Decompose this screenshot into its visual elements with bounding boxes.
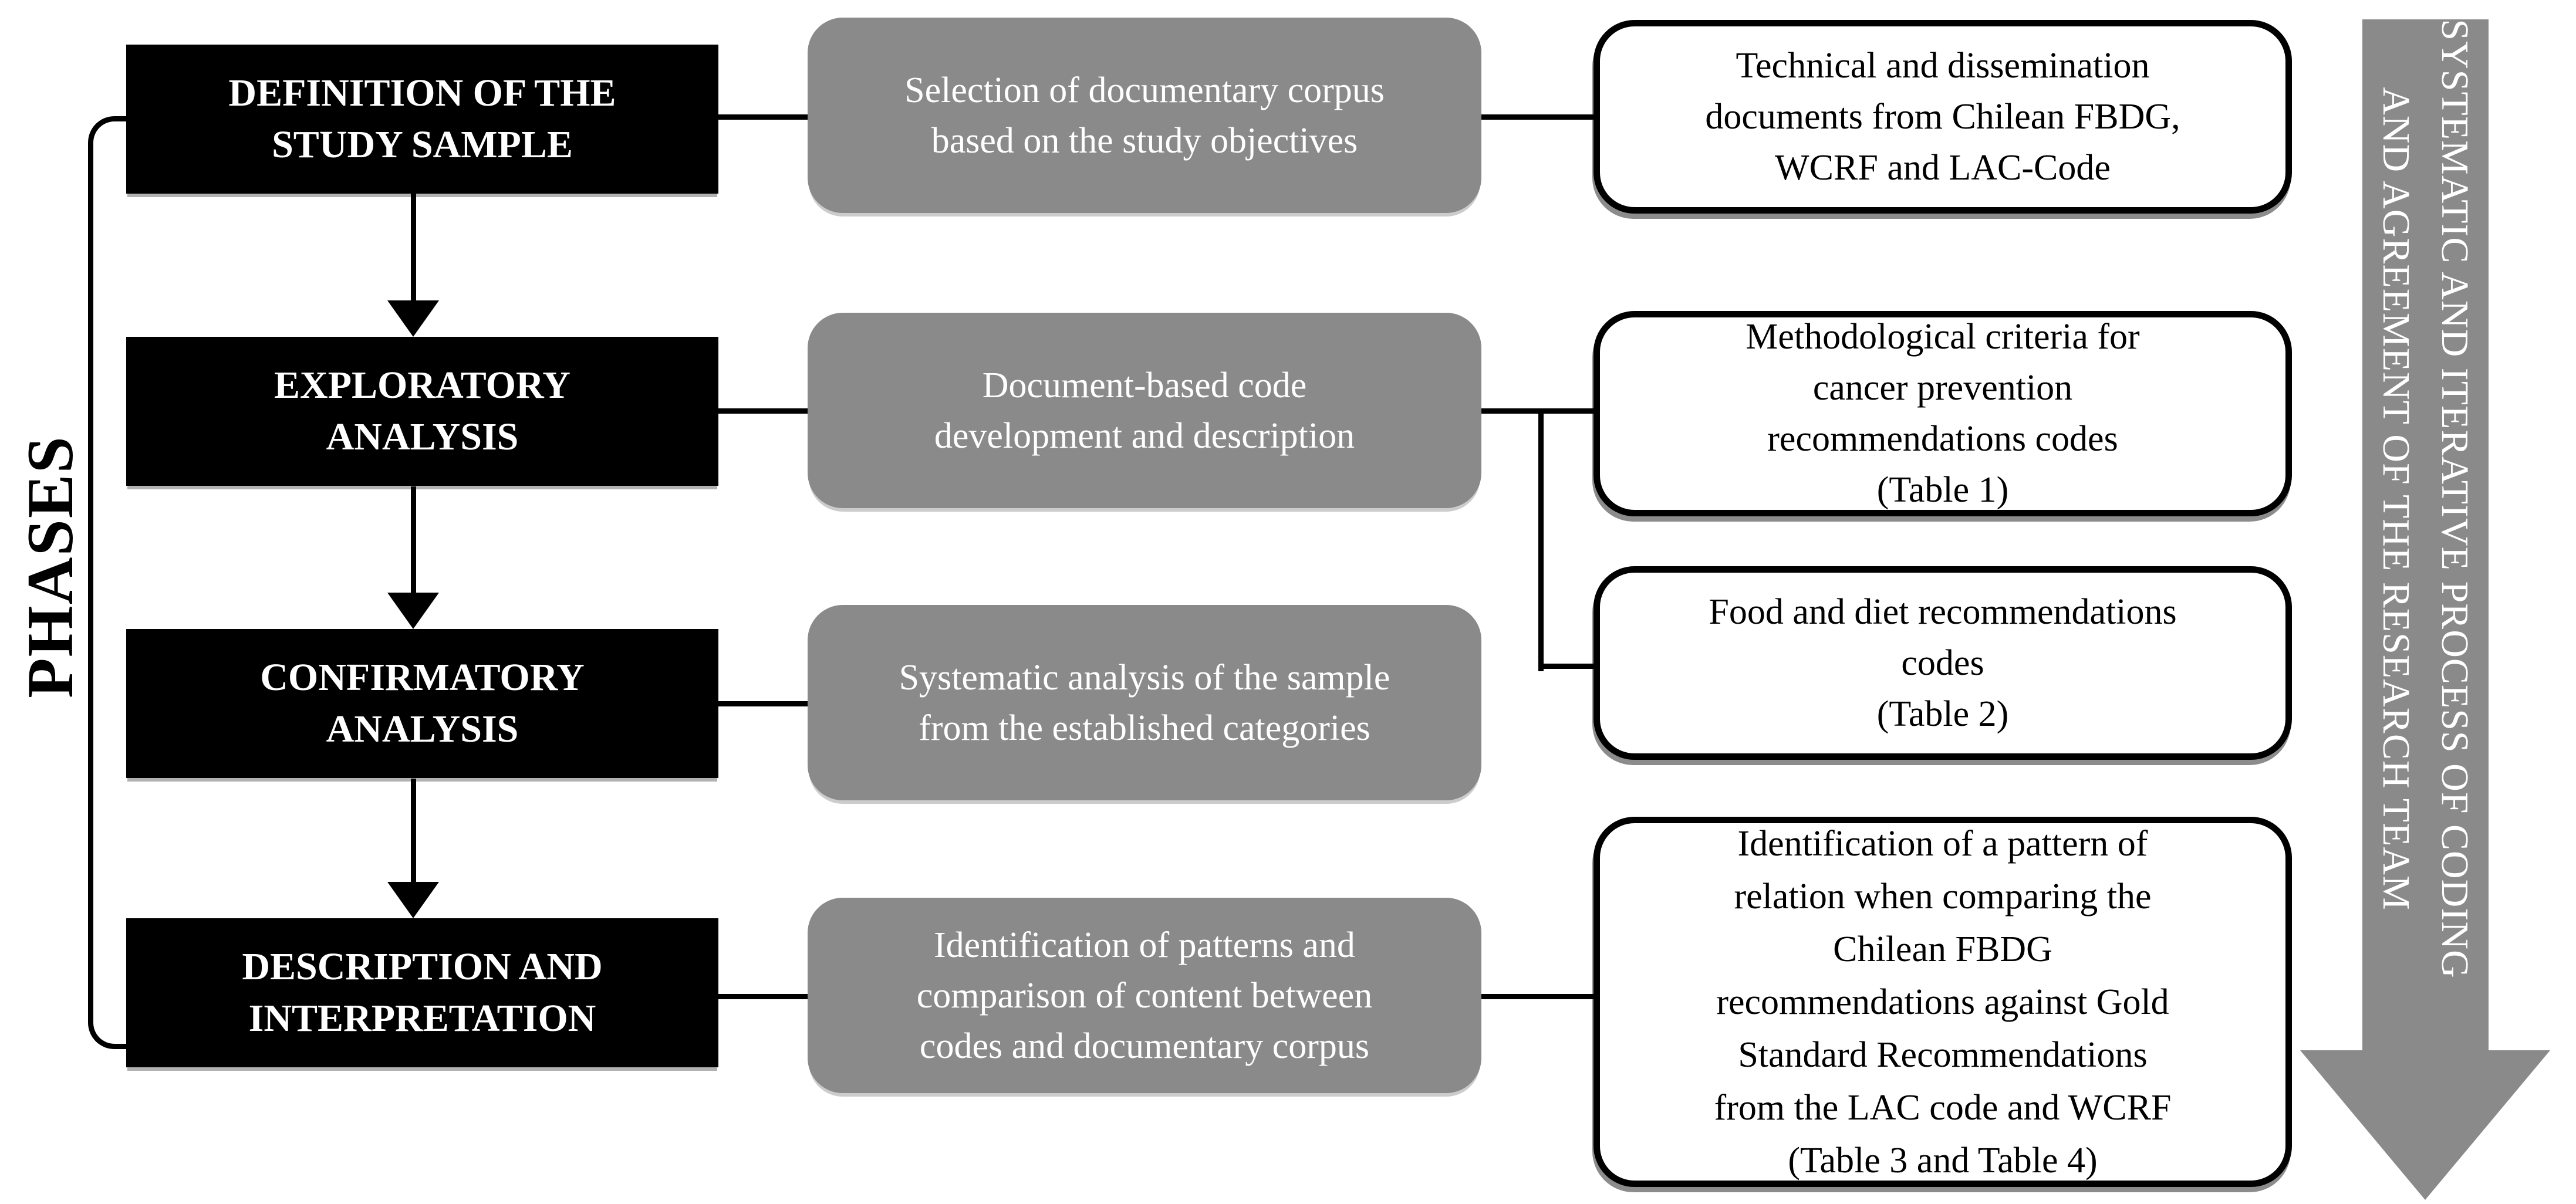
process-box-4: Identification of patterns and compariso… xyxy=(808,898,1481,1093)
arrow-label-line-1: SYSTEMATIC AND ITERATIVE PROCESS OF CODI… xyxy=(2433,19,2476,979)
phase-box-definition: DEFINITION OF THE STUDY SAMPLE xyxy=(126,45,718,194)
process-box-1: Selection of documentary corpus based on… xyxy=(808,18,1481,213)
phases-bracket xyxy=(88,116,134,1049)
output-box-4: Identification of a pattern of relation … xyxy=(1593,817,2292,1187)
phase-box-exploratory: EXPLORATORY ANALYSIS xyxy=(126,337,718,486)
arrow-head-icon xyxy=(387,300,439,337)
process-box-2: Document-based code development and desc… xyxy=(808,313,1481,508)
arrow-label-line-2: AND AGREEMENT OF THE RESEARCH TEAM xyxy=(2375,87,2418,911)
arrow-shaft xyxy=(411,194,416,302)
phase-box-confirmatory: CONFIRMATORY ANALYSIS xyxy=(126,629,718,778)
output-box-2: Methodological criteria for cancer preve… xyxy=(1593,311,2292,516)
arrow-head-icon xyxy=(387,593,439,629)
output-box-1: Technical and dissemination documents fr… xyxy=(1593,20,2292,214)
connector-branch-horizontal xyxy=(1538,664,1615,669)
arrow-shaft xyxy=(411,486,416,594)
iterative-process-arrow-head-icon xyxy=(2300,1050,2550,1200)
iterative-process-arrow-label: SYSTEMATIC AND ITERATIVE PROCESS OF CODI… xyxy=(2361,0,2490,1056)
phase-box-interpretation: DESCRIPTION AND INTERPRETATION xyxy=(126,918,718,1067)
connector-row-3 xyxy=(716,701,898,706)
output-box-3: Food and diet recommendations codes (Tab… xyxy=(1593,566,2292,760)
connector-branch-vertical xyxy=(1538,408,1544,671)
phases-axis-label: PHASES xyxy=(13,435,87,698)
iterative-process-arrow-body xyxy=(2362,19,2489,1051)
arrow-shaft xyxy=(411,779,416,884)
arrow-head-icon xyxy=(387,882,439,918)
process-box-3: Systematic analysis of the sample from t… xyxy=(808,605,1481,800)
